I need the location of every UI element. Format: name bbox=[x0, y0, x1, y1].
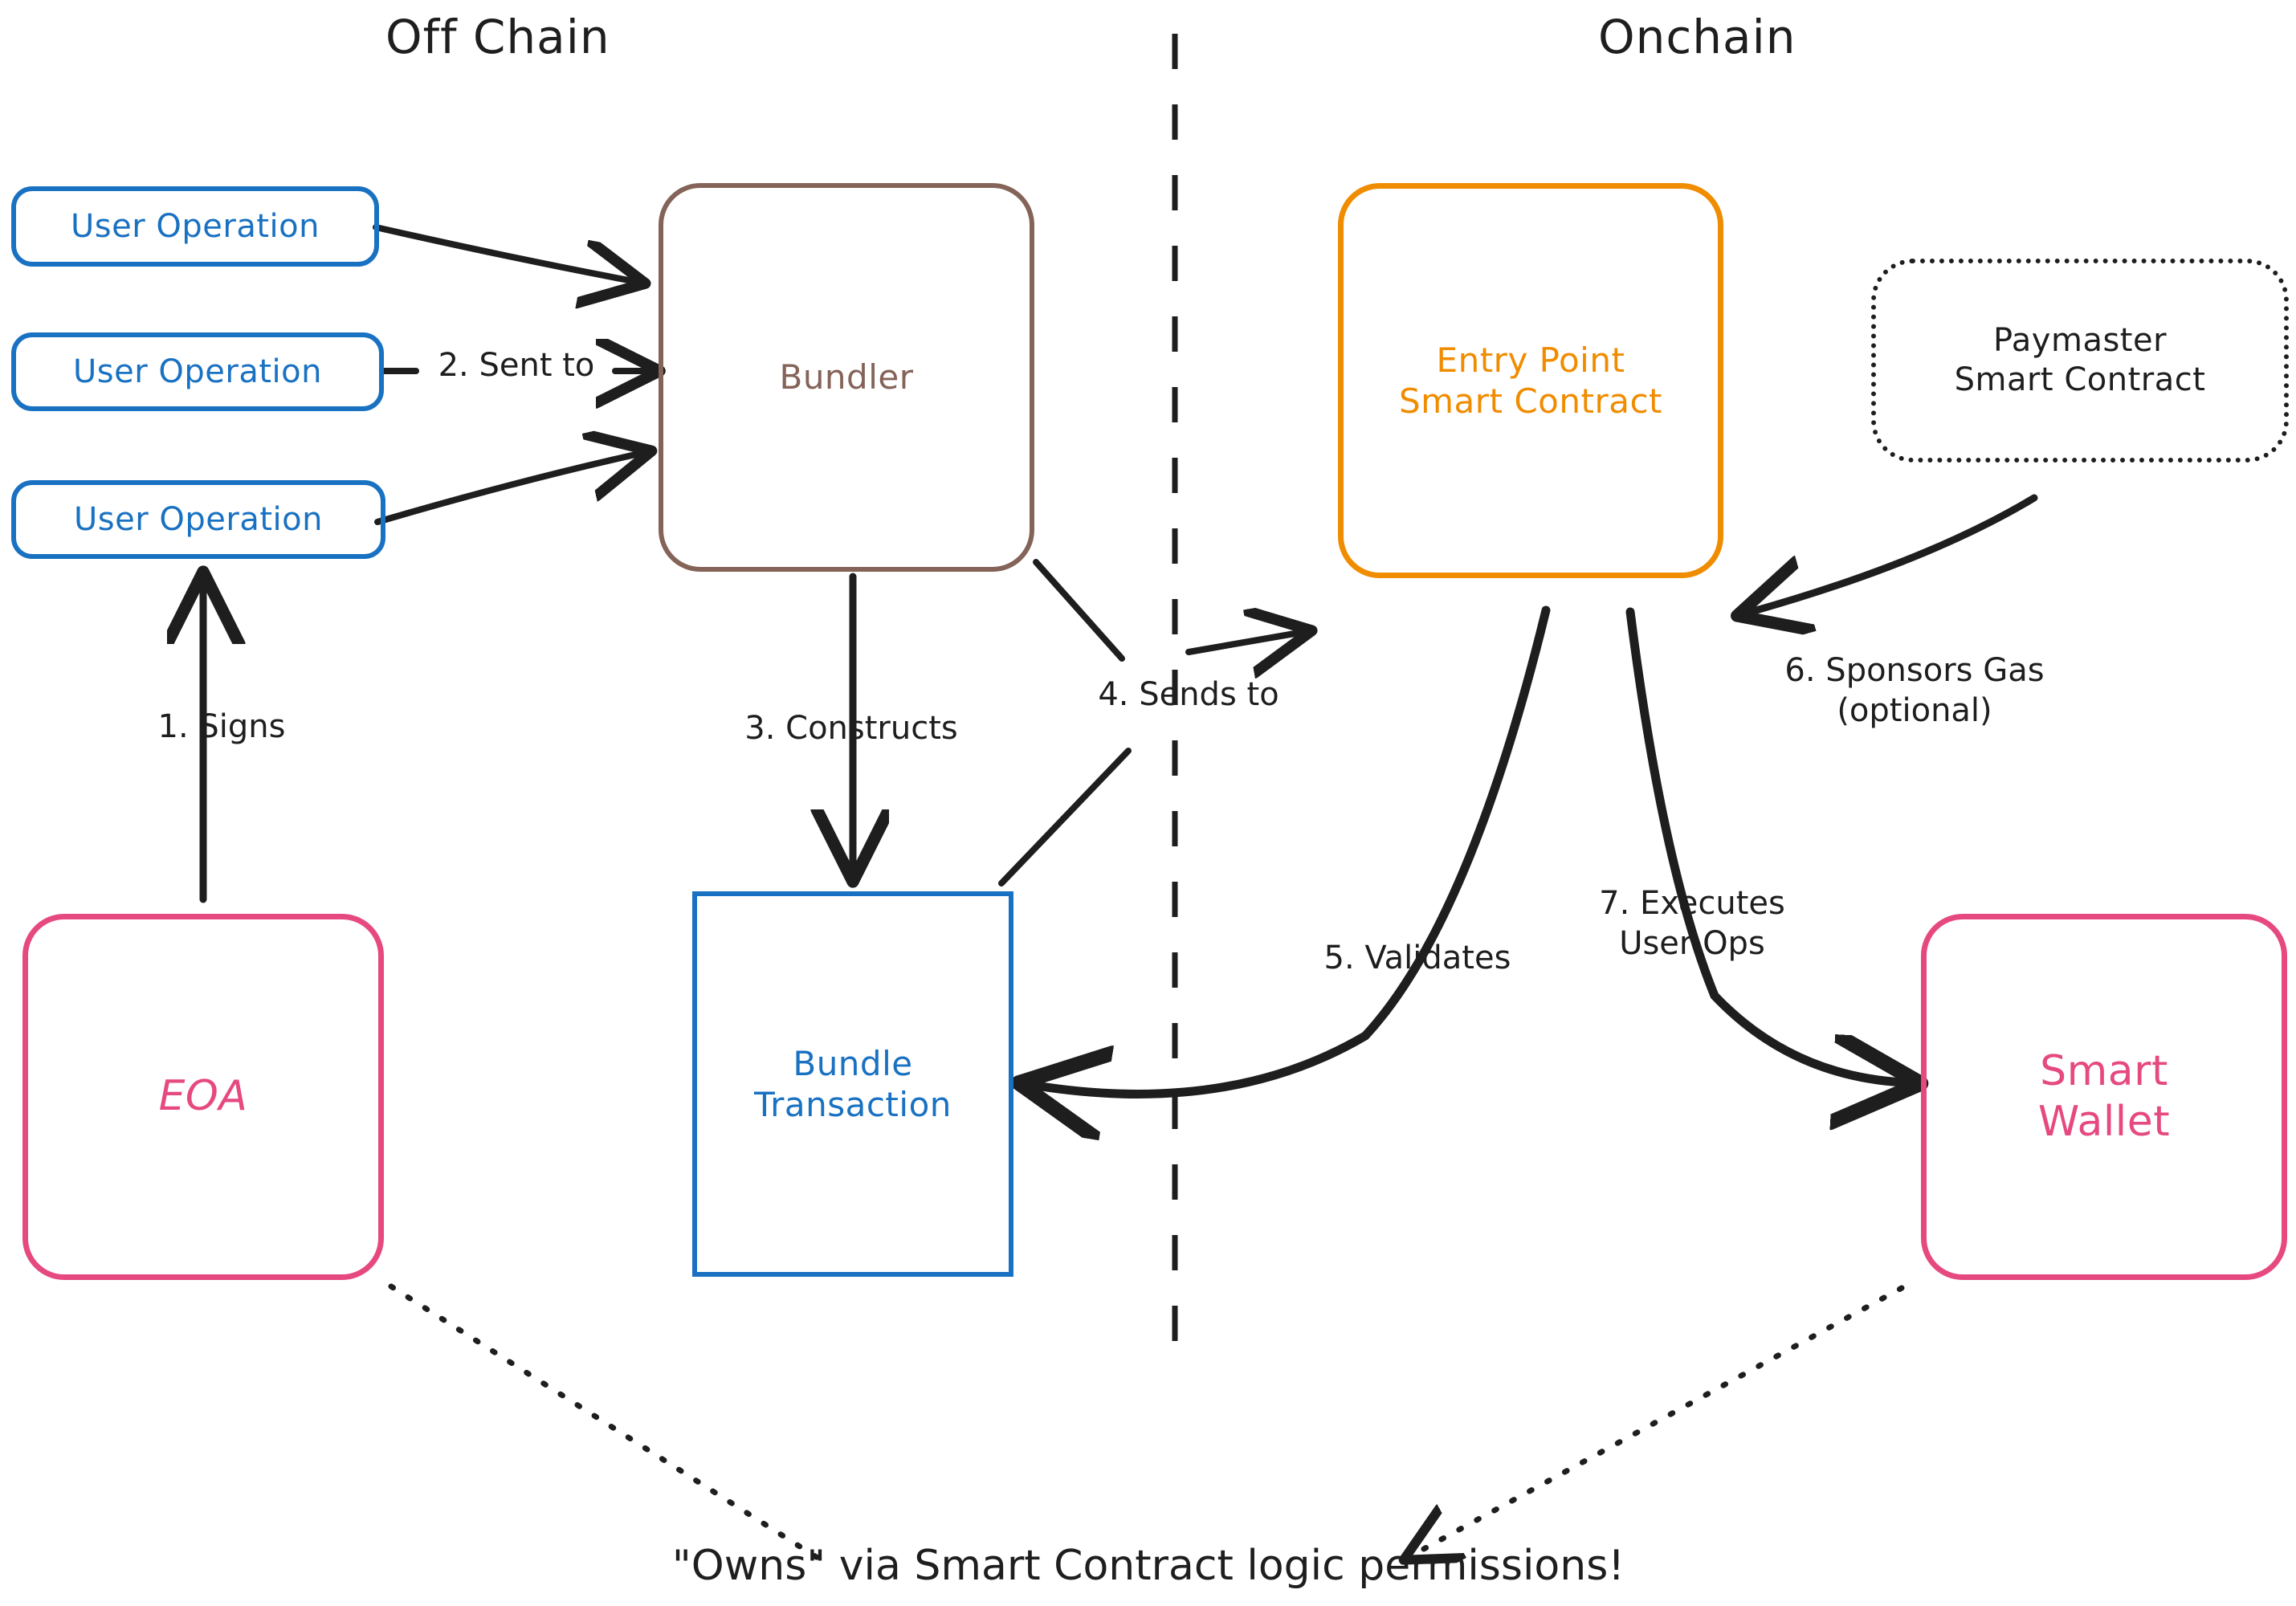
node-entry-point-smart-contract[interactable]: Entry Point Smart Contract bbox=[1338, 183, 1723, 578]
node-user-operation-3[interactable]: User Operation bbox=[11, 480, 385, 559]
arrow-paymaster-to-entrypoint bbox=[1751, 494, 2038, 612]
step-label-6-sponsors-gas: 6. Sponsors Gas (optional) bbox=[1784, 652, 2045, 729]
node-label: User Operation bbox=[71, 207, 320, 245]
node-label: Entry Point Smart Contract bbox=[1398, 340, 1663, 421]
step-label-2-sent-to: 2. Sent to bbox=[438, 347, 595, 384]
step-label-7-executes-user-ops: 7. Executes User Ops bbox=[1599, 885, 1785, 962]
line-bundletx-to-sendsto bbox=[998, 748, 1132, 887]
node-label: User Operation bbox=[74, 500, 323, 538]
node-label: Paymaster Smart Contract bbox=[1954, 322, 2206, 398]
dotted-smartwallet-to-caption bbox=[1413, 1285, 1905, 1555]
step-label-3-constructs: 3. Constructs bbox=[744, 710, 958, 747]
dotted-eoa-to-caption bbox=[388, 1283, 821, 1561]
node-eoa[interactable]: EOA bbox=[22, 914, 384, 1280]
caption-owns-via-smart-contract: "Owns" via Smart Contract logic permissi… bbox=[671, 1542, 1625, 1590]
arrow-userop3-to-bundler bbox=[374, 454, 639, 525]
step-label-1-signs: 1. Signs bbox=[157, 708, 286, 745]
node-label: Bundle Transaction bbox=[754, 1043, 952, 1124]
arrow-sendsto-to-entrypoint bbox=[1185, 633, 1299, 652]
node-label: Smart Wallet bbox=[2037, 1046, 2171, 1146]
node-paymaster-smart-contract[interactable]: Paymaster Smart Contract bbox=[1871, 259, 2289, 463]
section-title-off-chain: Off Chain bbox=[385, 10, 610, 64]
node-user-operation-1[interactable]: User Operation bbox=[11, 186, 379, 267]
arrow-userop1-to-bundler bbox=[373, 224, 633, 281]
node-label: User Operation bbox=[73, 353, 322, 390]
node-user-operation-2[interactable]: User Operation bbox=[11, 332, 384, 411]
step-label-4-sends-to: 4. Sends to bbox=[1098, 676, 1279, 713]
node-label: EOA bbox=[158, 1072, 248, 1121]
node-label: Bundler bbox=[779, 357, 914, 397]
step-label-5-validates: 5. Validates bbox=[1323, 940, 1511, 976]
line-bundler-to-sendsto bbox=[1033, 559, 1125, 662]
section-title-onchain: Onchain bbox=[1598, 10, 1796, 64]
node-bundle-transaction[interactable]: Bundle Transaction bbox=[692, 891, 1013, 1277]
node-bundler[interactable]: Bundler bbox=[659, 183, 1034, 572]
node-smart-wallet[interactable]: Smart Wallet bbox=[1921, 914, 2287, 1280]
